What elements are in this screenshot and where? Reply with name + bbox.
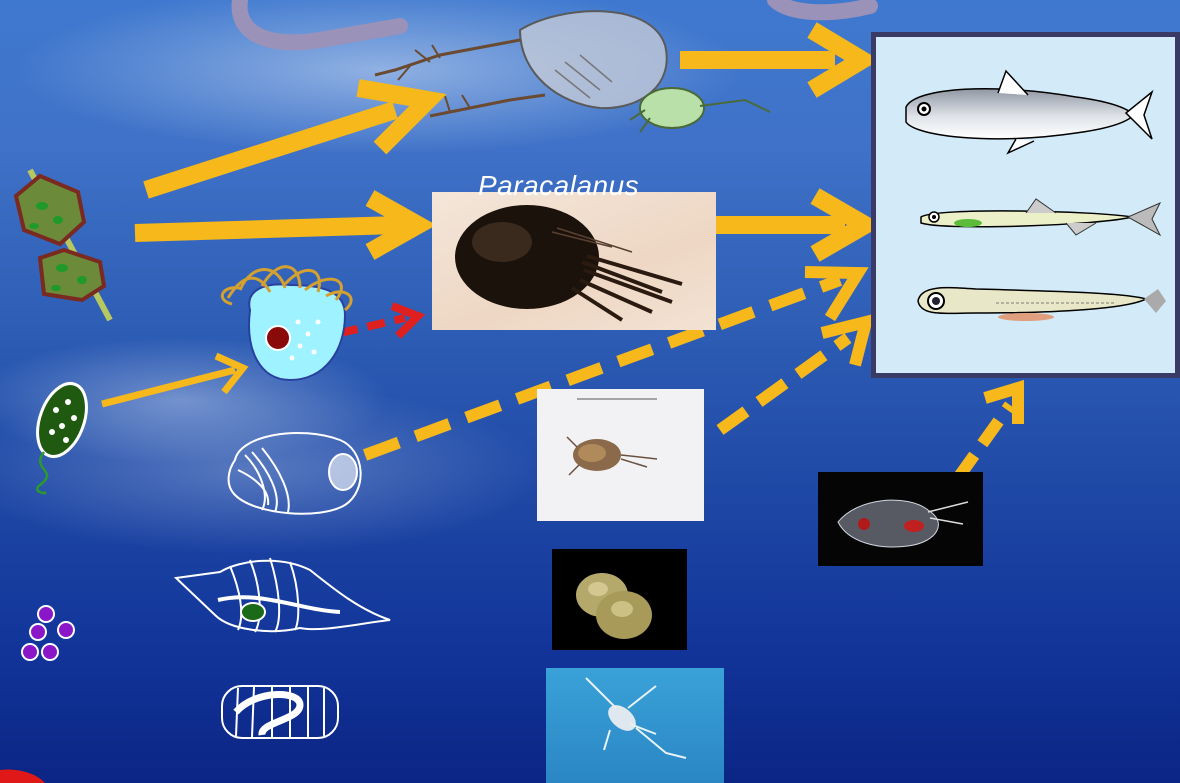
nauplius-photo bbox=[537, 389, 704, 521]
green-copepod-drawing bbox=[630, 88, 770, 132]
purple-cells-icon bbox=[22, 606, 74, 660]
tintinnid-barrel-icon bbox=[222, 686, 338, 738]
paracalanus-photo bbox=[432, 192, 716, 330]
tintinnid-icon bbox=[229, 433, 361, 514]
copepod-blue-photo bbox=[546, 668, 724, 783]
tintinnid-spindle-icon bbox=[176, 558, 390, 632]
fish-larvae-box bbox=[871, 32, 1180, 378]
copepod-name-label: Paracalanus bbox=[478, 170, 639, 202]
top-loop-right bbox=[775, 0, 870, 12]
ciliate-icon bbox=[222, 267, 351, 380]
diatom-chain-icon bbox=[16, 170, 110, 320]
adult-fish-icon bbox=[906, 71, 1152, 153]
top-loop-left bbox=[240, 0, 400, 42]
red-dashed-arrow bbox=[340, 306, 418, 336]
cladoceran-dark-photo bbox=[818, 472, 983, 566]
red-corner-arc bbox=[0, 770, 45, 783]
fish-larva-icon bbox=[921, 199, 1160, 235]
eggs-photo bbox=[552, 549, 687, 650]
green-flagellate-icon bbox=[28, 377, 95, 493]
fish-larva-icon-2 bbox=[918, 288, 1166, 321]
